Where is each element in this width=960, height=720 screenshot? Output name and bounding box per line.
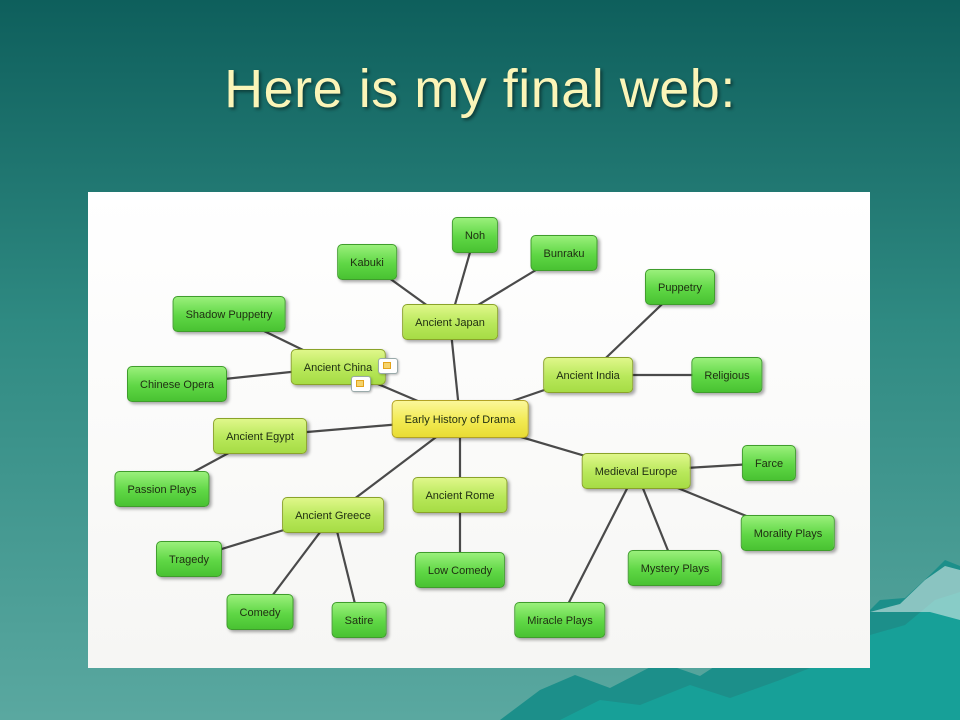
node-farce[interactable]: Farce <box>741 445 797 481</box>
slide-title: Here is my final web: <box>224 59 736 119</box>
node-medieval-europe[interactable]: Medieval Europe <box>581 453 691 489</box>
node-ancient-china[interactable]: Ancient China <box>290 349 386 385</box>
node-morality-plays[interactable]: Morality Plays <box>740 515 836 551</box>
node-religious[interactable]: Religious <box>691 357 763 393</box>
node-ancient-egypt[interactable]: Ancient Egypt <box>213 418 307 454</box>
node-comedy[interactable]: Comedy <box>226 594 294 630</box>
node-early-history-of-drama[interactable]: Early History of Drama <box>391 400 529 438</box>
node-tragedy[interactable]: Tragedy <box>156 541 222 577</box>
node-low-comedy[interactable]: Low Comedy <box>414 552 506 588</box>
node-ancient-greece[interactable]: Ancient Greece <box>282 497 384 533</box>
concept-web: Early History of Drama Ancient Japan Anc… <box>88 192 870 668</box>
node-miracle-plays[interactable]: Miracle Plays <box>514 602 606 638</box>
node-ancient-rome[interactable]: Ancient Rome <box>412 477 508 513</box>
node-chinese-opera[interactable]: Chinese Opera <box>127 366 227 402</box>
node-ancient-japan[interactable]: Ancient Japan <box>402 304 498 340</box>
note-edit-icon[interactable] <box>378 358 398 374</box>
note-attach-icon[interactable] <box>351 376 371 392</box>
node-noh[interactable]: Noh <box>451 217 499 253</box>
node-bunraku[interactable]: Bunraku <box>530 235 598 271</box>
node-satire[interactable]: Satire <box>331 602 387 638</box>
node-puppetry[interactable]: Puppetry <box>644 269 716 305</box>
node-passion-plays[interactable]: Passion Plays <box>114 471 210 507</box>
node-mystery-plays[interactable]: Mystery Plays <box>627 550 723 586</box>
node-ancient-india[interactable]: Ancient India <box>543 357 633 393</box>
node-shadow-puppetry[interactable]: Shadow Puppetry <box>172 296 286 332</box>
node-kabuki[interactable]: Kabuki <box>337 244 397 280</box>
edge-europe-miracle <box>558 469 638 622</box>
